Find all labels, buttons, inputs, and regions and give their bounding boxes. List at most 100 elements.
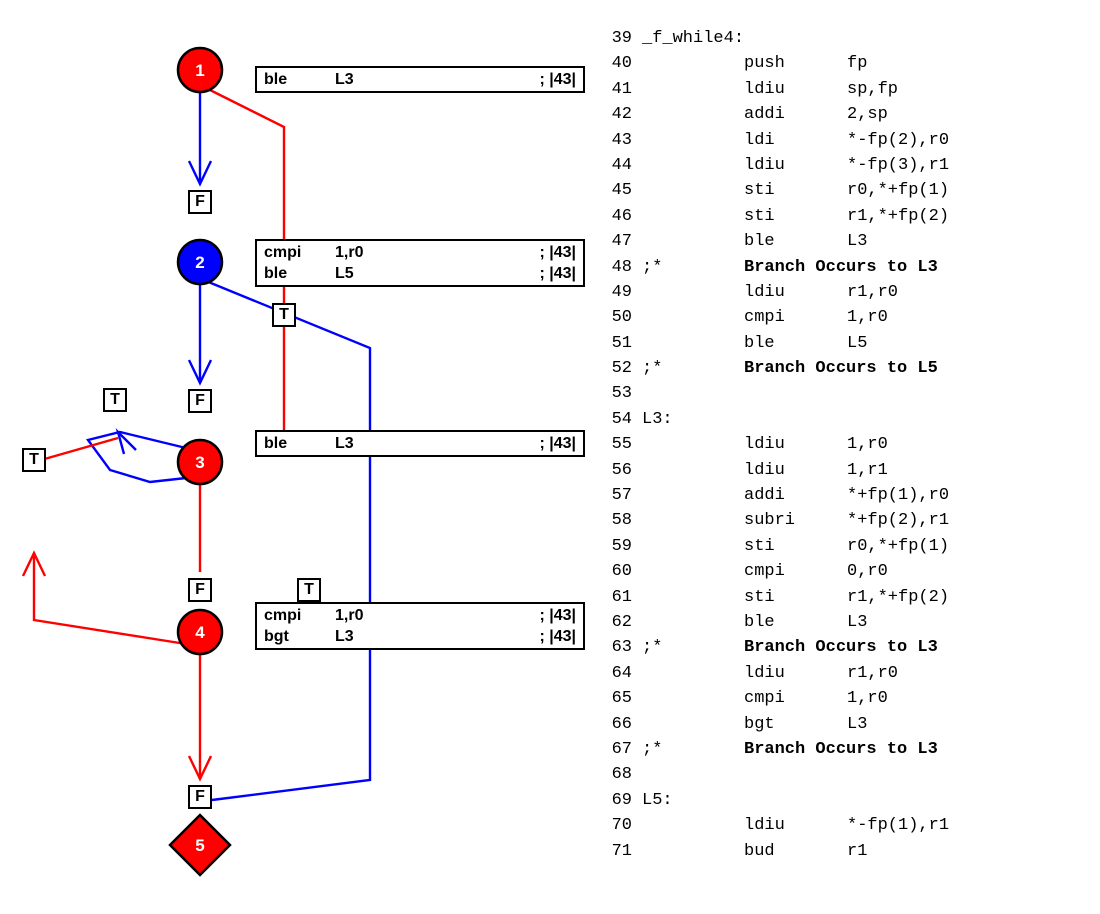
- asm-opcode: ble: [744, 612, 775, 632]
- asm-line-number: 39: [611, 29, 632, 48]
- cfg-edge-e2-5-true: [205, 279, 372, 802]
- asm-operand: r1,*+fp(2): [847, 206, 950, 226]
- asm-line: 67;*Branch Occurs to L3: [604, 737, 1100, 762]
- asm-line: 52;*Branch Occurs to L5: [604, 356, 1100, 381]
- asm-opcode: ldiu: [744, 79, 785, 99]
- asm-opcode: sti: [744, 536, 775, 556]
- asm-opcode: ldi: [744, 130, 775, 150]
- cfg-edge-e1-3-true: [205, 86, 286, 446]
- cfg-node-1[interactable]: [176, 46, 224, 94]
- asm-operand: *-fp(3),r1: [847, 155, 950, 175]
- asm-operand: 0,r0: [847, 562, 888, 582]
- cfg-node-4[interactable]: [176, 608, 224, 656]
- asm-opcode: ldiu: [744, 155, 785, 175]
- cfg-code-operand: 1,r0: [335, 607, 364, 624]
- cfg-code-operand: L3: [335, 434, 354, 452]
- cfg-edge-e3-3-loop: [85, 430, 187, 484]
- asm-line-number: 50: [611, 308, 632, 328]
- cfg-arrowhead-e2-3-false: [187, 359, 213, 386]
- cfg-node-label-3: 3: [195, 453, 204, 472]
- asm-label: ;*: [642, 739, 663, 759]
- cfg-code-operand: L3: [335, 70, 354, 88]
- cfg-arrowhead-e4-5-false: [187, 755, 213, 782]
- asm-line-number: 48: [611, 257, 632, 277]
- asm-line-number: 59: [611, 536, 632, 556]
- asm-line-number: 64: [611, 663, 632, 683]
- cfg-code-operand: L3: [335, 628, 354, 645]
- asm-operand: r0,*+fp(1): [847, 181, 950, 201]
- asm-line-number: 43: [611, 130, 632, 150]
- asm-operand: *-fp(1),r1: [847, 816, 950, 836]
- asm-opcode: ldiu: [744, 282, 785, 302]
- cfg-node-5[interactable]: [168, 813, 232, 877]
- asm-line-number: 47: [611, 232, 632, 252]
- asm-line: 39_f_while4:: [604, 26, 1100, 51]
- asm-operand: fp: [847, 54, 868, 74]
- asm-line-number: 68: [611, 765, 632, 785]
- cfg-code-operand: L5: [335, 265, 354, 282]
- asm-line-number: 67: [611, 739, 632, 759]
- asm-line-number: 40: [611, 54, 632, 74]
- asm-line-number: 57: [611, 486, 632, 506]
- asm-line-number: 70: [611, 816, 632, 836]
- cfg-code-opcode: ble: [264, 70, 288, 88]
- asm-line: 65 cmpi 1,r0: [604, 686, 1100, 711]
- asm-line-number: 54: [611, 409, 632, 429]
- asm-operand: 1,r0: [847, 689, 888, 709]
- cfg-node-2[interactable]: [176, 238, 224, 286]
- asm-label: ;*: [642, 638, 663, 658]
- asm-branch-comment: Branch Occurs to L3: [744, 257, 938, 277]
- asm-opcode: sti: [744, 587, 775, 607]
- cfg-code-operand: 1,r0: [335, 244, 364, 261]
- asm-line-number: 66: [611, 714, 632, 734]
- asm-operand: r1: [847, 841, 868, 861]
- asm-label: L3:: [642, 409, 673, 429]
- asm-line: 54 L3:: [604, 407, 1100, 432]
- asm-line: 43 ldi *-fp(2),r0: [604, 128, 1100, 153]
- cfg-code-opcode: cmpi: [264, 244, 302, 261]
- cfg-code-comment: ; |43|: [539, 265, 576, 282]
- asm-line-number: 63: [611, 638, 632, 658]
- asm-opcode: addi: [744, 486, 785, 506]
- asm-line-number: 65: [611, 689, 632, 709]
- asm-operand: r0,*+fp(1): [847, 536, 950, 556]
- asm-line-number: 58: [611, 511, 632, 531]
- asm-line-number: 53: [611, 384, 632, 404]
- asm-opcode: cmpi: [744, 308, 785, 328]
- asm-opcode: cmpi: [744, 689, 785, 709]
- cfg-node-label-2: 2: [195, 253, 204, 272]
- cfg-edge-e3-t-left: [33, 436, 119, 464]
- asm-operand: L3: [847, 714, 868, 734]
- asm-line-number: 45: [611, 181, 632, 201]
- asm-opcode: ldiu: [744, 663, 785, 683]
- asm-operand: L3: [847, 232, 868, 252]
- asm-operand: *-fp(2),r0: [847, 130, 950, 150]
- cfg-node-3[interactable]: [176, 438, 224, 486]
- asm-line-number: 44: [611, 155, 632, 175]
- asm-line-number: 61: [611, 587, 632, 607]
- asm-line-number: 71: [611, 841, 632, 861]
- asm-operand: 1,r0: [847, 308, 888, 328]
- cfg-branch-marker-f-7: F: [188, 785, 212, 809]
- asm-label: ;*: [642, 359, 663, 379]
